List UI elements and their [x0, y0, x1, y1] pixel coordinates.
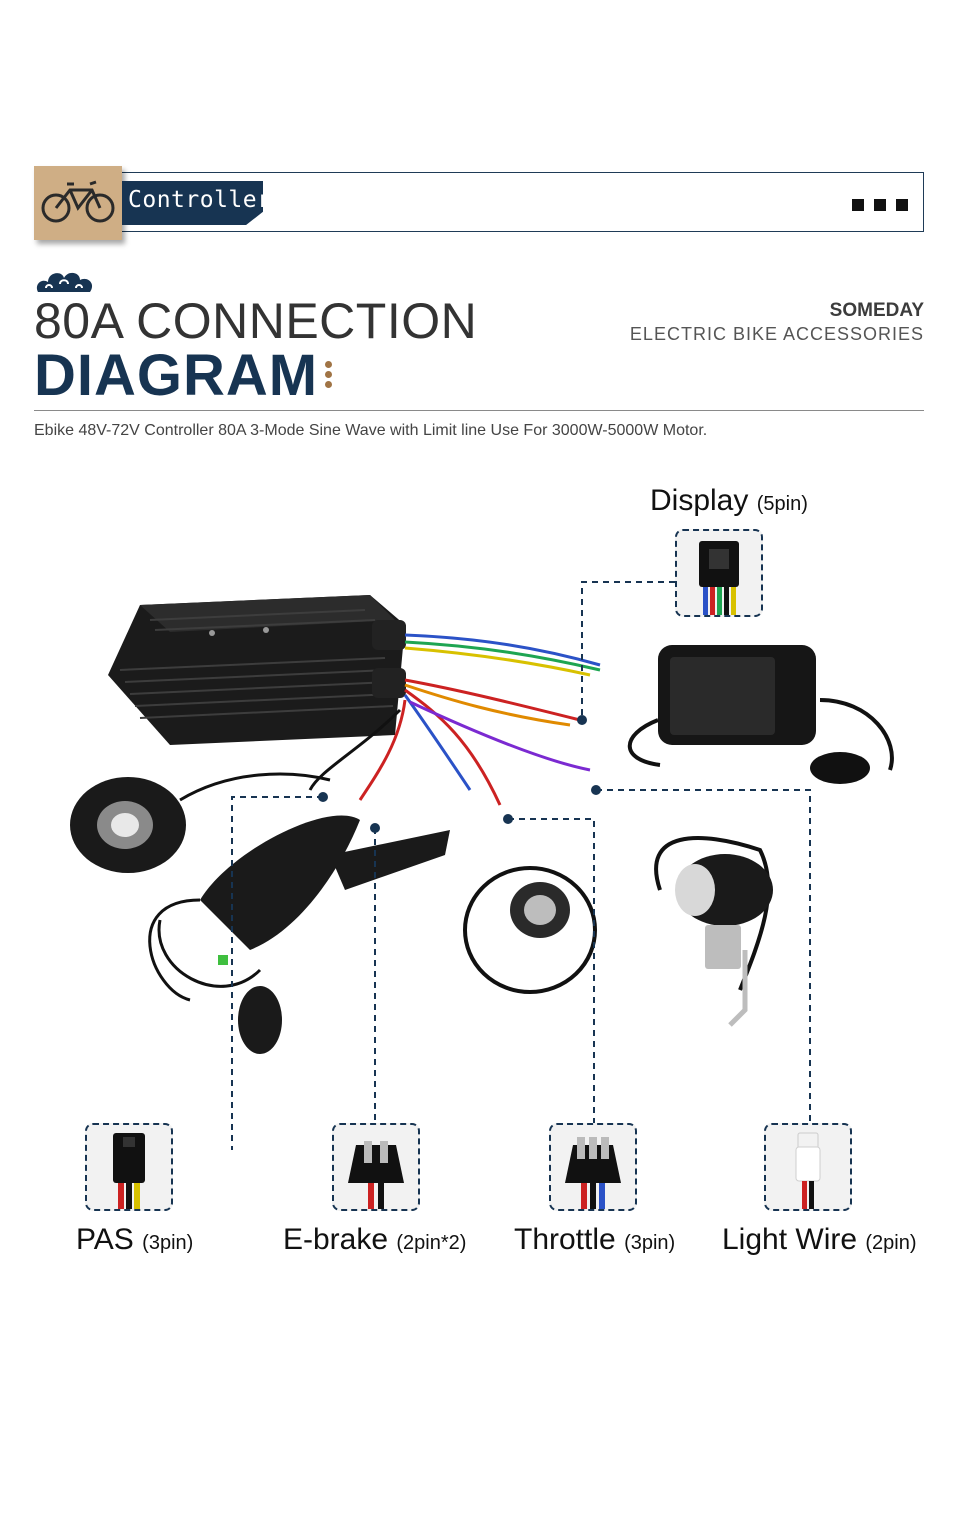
- more-dots-icon: [852, 199, 908, 211]
- brand-tagline: ELECTRIC BIKE ACCESSORIES: [629, 324, 924, 344]
- pas-connector-box: [85, 1123, 173, 1211]
- ebrake-label: E-brake (2pin*2): [283, 1223, 466, 1257]
- page-title-line1: 80A CONNECTION: [34, 293, 478, 349]
- pas-label: PAS (3pin): [76, 1223, 193, 1257]
- page-title-line2: DIAGRAM: [34, 343, 319, 408]
- throttle-label: Throttle (3pin): [514, 1223, 675, 1257]
- ebrake-pins: (2pin*2): [396, 1232, 467, 1254]
- bicycle-icon: [41, 180, 115, 223]
- light-plug-icon: [795, 1132, 821, 1209]
- connection-dots: [318, 715, 601, 833]
- throttle-pins: (3pin): [624, 1232, 676, 1254]
- throttle-name: Throttle: [514, 1223, 616, 1256]
- bike-tile: [34, 166, 122, 240]
- pas-plug-icon: [113, 1133, 145, 1209]
- throttle-connector-box: [549, 1123, 637, 1211]
- section-tag: [122, 181, 263, 225]
- light-name: Light Wire: [722, 1223, 858, 1256]
- controller-unit: [108, 595, 406, 745]
- ebrake-connector-box: [332, 1123, 420, 1211]
- kit-illustration: [70, 581, 894, 1150]
- product-description: Ebike 48V-72V Controller 80A 3-Mode Sine…: [34, 422, 708, 439]
- pas-pins: (3pin): [142, 1232, 194, 1254]
- vertical-dots-icon: [325, 361, 332, 388]
- cloud-ornament-icon: [36, 272, 93, 292]
- section-tag-label: Controller-: [128, 187, 286, 213]
- brand-name: SOMEDAY: [829, 300, 924, 321]
- wire-bundle: [308, 633, 601, 806]
- display-label: Display (5pin): [650, 484, 808, 518]
- light-label: Light Wire (2pin): [722, 1223, 917, 1257]
- throttle-plug-icon: [565, 1137, 621, 1209]
- pas-sensor: [70, 772, 331, 873]
- throttle-unit: [463, 866, 597, 994]
- display-name: Display: [650, 484, 749, 517]
- brake-levers: [148, 815, 450, 1054]
- ebrake-name: E-brake: [283, 1223, 389, 1256]
- headlight-unit: [654, 836, 773, 1027]
- connection-lines: [231, 581, 811, 1150]
- display-connector-box: [675, 529, 763, 617]
- divider: [34, 410, 924, 411]
- pas-name: PAS: [76, 1223, 134, 1256]
- light-pins: (2pin): [865, 1232, 917, 1254]
- display-plug-icon: [699, 541, 739, 615]
- display-pins: (5pin): [756, 493, 808, 515]
- ebrake-plug-icon: [348, 1141, 404, 1209]
- light-connector-box: [764, 1123, 852, 1211]
- display-unit: [627, 645, 894, 784]
